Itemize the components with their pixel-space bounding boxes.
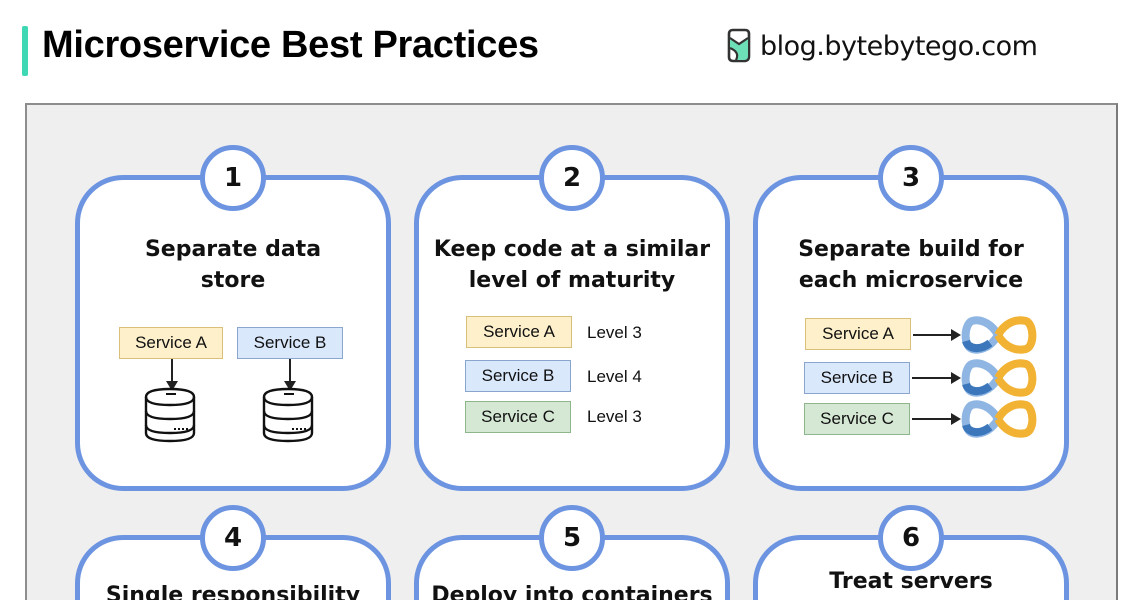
card-single-responsibility: 4 Single responsibility [75, 505, 391, 600]
service-a-level: Level 3 [587, 323, 642, 342]
bytebytego-logo-icon [727, 28, 751, 63]
card-separate-build: 3 Separate build for each microservice S… [753, 145, 1069, 491]
service-b-level: Level 4 [587, 367, 642, 386]
card-title: Separate data store [144, 237, 322, 293]
card-title: Treat servers as stateless [829, 569, 993, 594]
card-number-badge: 4 [200, 505, 266, 571]
database-icon [262, 387, 314, 443]
service-c-box: Service C [804, 403, 910, 435]
arrow-right-icon [913, 329, 961, 341]
ci-cd-infinity-icon [961, 359, 1037, 397]
database-icon [144, 387, 196, 443]
card-number-badge: 3 [878, 145, 944, 211]
service-b-box: Service B [237, 327, 343, 359]
arrow-right-icon [912, 372, 961, 384]
service-a-box: Service A [466, 316, 572, 348]
title-accent-bar [22, 26, 28, 76]
practices-panel: 1 Separate data store Service A Service … [25, 103, 1118, 600]
card-deploy-containers: 5 Deploy into containers [414, 505, 730, 600]
card-separate-data-store: 1 Separate data store Service A Service … [75, 145, 391, 491]
card-title: Single responsibility [105, 583, 361, 600]
card-title: Keep code at a similar level of maturity [433, 237, 711, 293]
page-title: Microservice Best Practices [42, 24, 539, 66]
card-stateless-servers: 6 Treat servers as stateless [753, 505, 1069, 600]
card-number-badge: 1 [200, 145, 266, 211]
service-b-box: Service B [804, 362, 910, 394]
card-number-badge: 5 [539, 505, 605, 571]
card-title: Separate build for each microservice [798, 237, 1024, 293]
brand: blog.bytebytego.com [726, 28, 1038, 64]
ci-cd-infinity-icon [961, 316, 1037, 354]
service-a-box: Service A [119, 327, 223, 359]
arrow-right-icon [912, 413, 961, 425]
card-title: Deploy into containers [431, 583, 713, 600]
card-similar-maturity: 2 Keep code at a similar level of maturi… [414, 145, 730, 491]
arrow-down-icon [166, 359, 178, 391]
service-c-level: Level 3 [587, 407, 642, 426]
service-a-box: Service A [805, 318, 911, 350]
ci-cd-infinity-icon [961, 400, 1037, 438]
card-number-badge: 2 [539, 145, 605, 211]
brand-url: blog.bytebytego.com [760, 30, 1038, 62]
service-c-box: Service C [465, 401, 571, 433]
service-b-box: Service B [465, 360, 571, 392]
arrow-down-icon [284, 359, 296, 391]
card-number-badge: 6 [878, 505, 944, 571]
